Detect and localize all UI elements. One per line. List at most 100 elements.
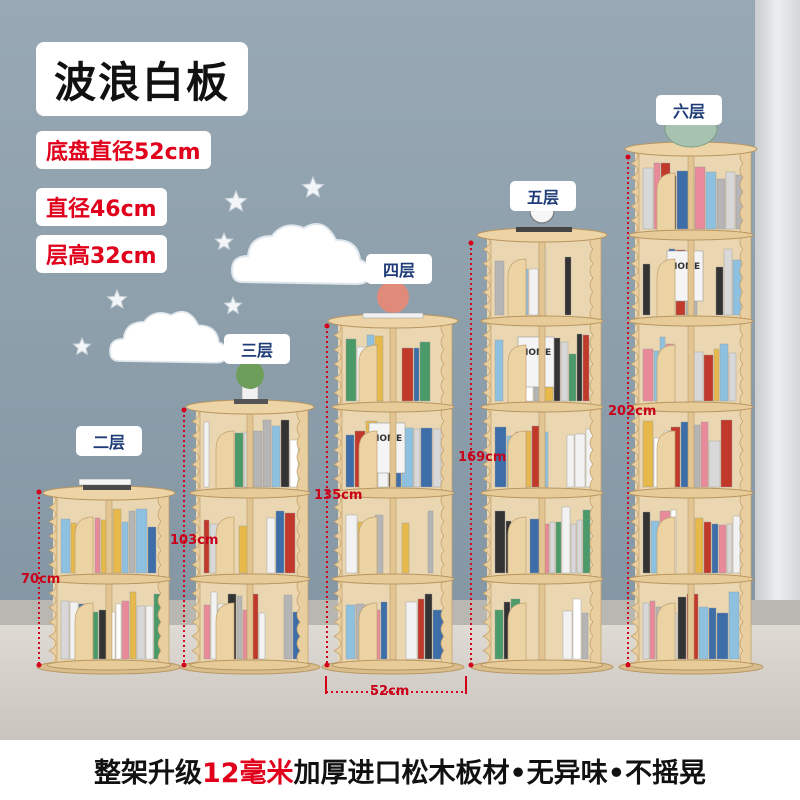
book <box>145 605 154 660</box>
book-stack <box>516 227 572 232</box>
book <box>568 353 577 402</box>
wavy-side-panel <box>440 406 453 494</box>
dimension-end-cap <box>324 323 330 329</box>
book <box>642 167 654 230</box>
book <box>642 263 651 316</box>
bookend <box>507 344 527 404</box>
book <box>725 171 736 230</box>
book <box>649 600 656 660</box>
shelf-board <box>189 573 311 585</box>
shelf-divider <box>687 410 695 490</box>
shelf-board <box>189 659 311 671</box>
spec-diameter: 直径46cm <box>36 188 167 226</box>
tier-tag-4: 四层 <box>366 254 432 284</box>
shelf-divider <box>538 582 546 662</box>
book <box>708 440 721 488</box>
shelf-board <box>628 229 754 241</box>
book <box>642 602 650 660</box>
plant-leaves <box>236 361 264 389</box>
shelf-board <box>331 401 455 413</box>
book <box>562 610 573 660</box>
shelf-divider <box>105 582 113 662</box>
wavy-side-panel <box>440 578 453 666</box>
wavy-side-panel <box>630 148 640 236</box>
wavy-side-panel <box>589 578 602 666</box>
wavy-side-panel <box>157 578 170 666</box>
book <box>289 439 299 488</box>
book <box>708 607 717 660</box>
book <box>561 506 571 574</box>
dimension-end-cap <box>181 407 187 413</box>
book <box>529 518 540 574</box>
tier-tag-2: 二层 <box>76 426 142 456</box>
shelf-divider <box>246 410 254 490</box>
dimension-end-cap <box>625 662 631 668</box>
wavy-side-panel <box>48 492 58 580</box>
dimension-end-cap <box>324 662 330 668</box>
bookshelf-5-tier: HOME <box>470 198 614 675</box>
star-decor <box>72 336 92 356</box>
book <box>723 248 733 316</box>
wavy-side-panel <box>630 320 640 408</box>
shelf-divider <box>389 324 397 404</box>
book <box>112 508 122 574</box>
wavy-side-panel <box>739 492 752 580</box>
wavy-side-panel <box>739 578 752 666</box>
book <box>234 432 244 488</box>
shelf-board <box>480 401 604 413</box>
wavy-side-panel <box>739 320 752 408</box>
bookend <box>656 172 676 232</box>
shelf-board <box>628 659 754 671</box>
star-decor <box>214 231 234 251</box>
wavy-side-panel <box>296 578 309 666</box>
shelf-board <box>46 573 172 585</box>
book <box>703 521 712 574</box>
wavy-side-panel <box>739 234 752 322</box>
wavy-side-panel <box>630 406 640 494</box>
wavy-side-panel <box>440 320 453 408</box>
book <box>345 434 355 488</box>
height-label-70: 70cm <box>21 572 61 587</box>
book <box>582 334 590 402</box>
wavy-side-panel <box>589 406 602 494</box>
book <box>677 596 687 660</box>
book <box>582 509 591 574</box>
dimension-end-cap <box>468 240 474 246</box>
shelf-divider <box>105 496 113 576</box>
apple-decor <box>377 281 409 313</box>
tier-tag-5: 五层 <box>510 181 576 211</box>
book <box>417 598 425 660</box>
curtain <box>755 0 800 640</box>
book <box>572 598 582 660</box>
book <box>555 521 562 574</box>
book <box>203 519 210 574</box>
bookend <box>74 602 94 662</box>
book <box>494 510 506 574</box>
bookshelf-4-tier: HOME <box>321 281 465 675</box>
bookend <box>358 602 378 662</box>
width-label-52: 52cm <box>370 684 410 699</box>
book <box>275 510 285 574</box>
book <box>494 260 505 316</box>
wavy-side-panel <box>296 492 309 580</box>
book <box>726 523 733 574</box>
book <box>642 348 654 402</box>
book <box>494 426 507 488</box>
shelf-divider <box>246 496 254 576</box>
wavy-side-panel <box>296 406 309 494</box>
shelf-board <box>331 487 455 499</box>
book <box>129 591 137 660</box>
book <box>718 524 727 574</box>
book <box>732 259 742 316</box>
book <box>720 419 733 488</box>
book <box>564 256 572 316</box>
shelf-divider <box>687 238 695 318</box>
book <box>576 333 583 402</box>
bookend <box>215 430 235 490</box>
bookend <box>215 602 235 662</box>
wavy-side-panel <box>482 234 492 322</box>
book <box>147 526 157 574</box>
book <box>135 508 148 574</box>
